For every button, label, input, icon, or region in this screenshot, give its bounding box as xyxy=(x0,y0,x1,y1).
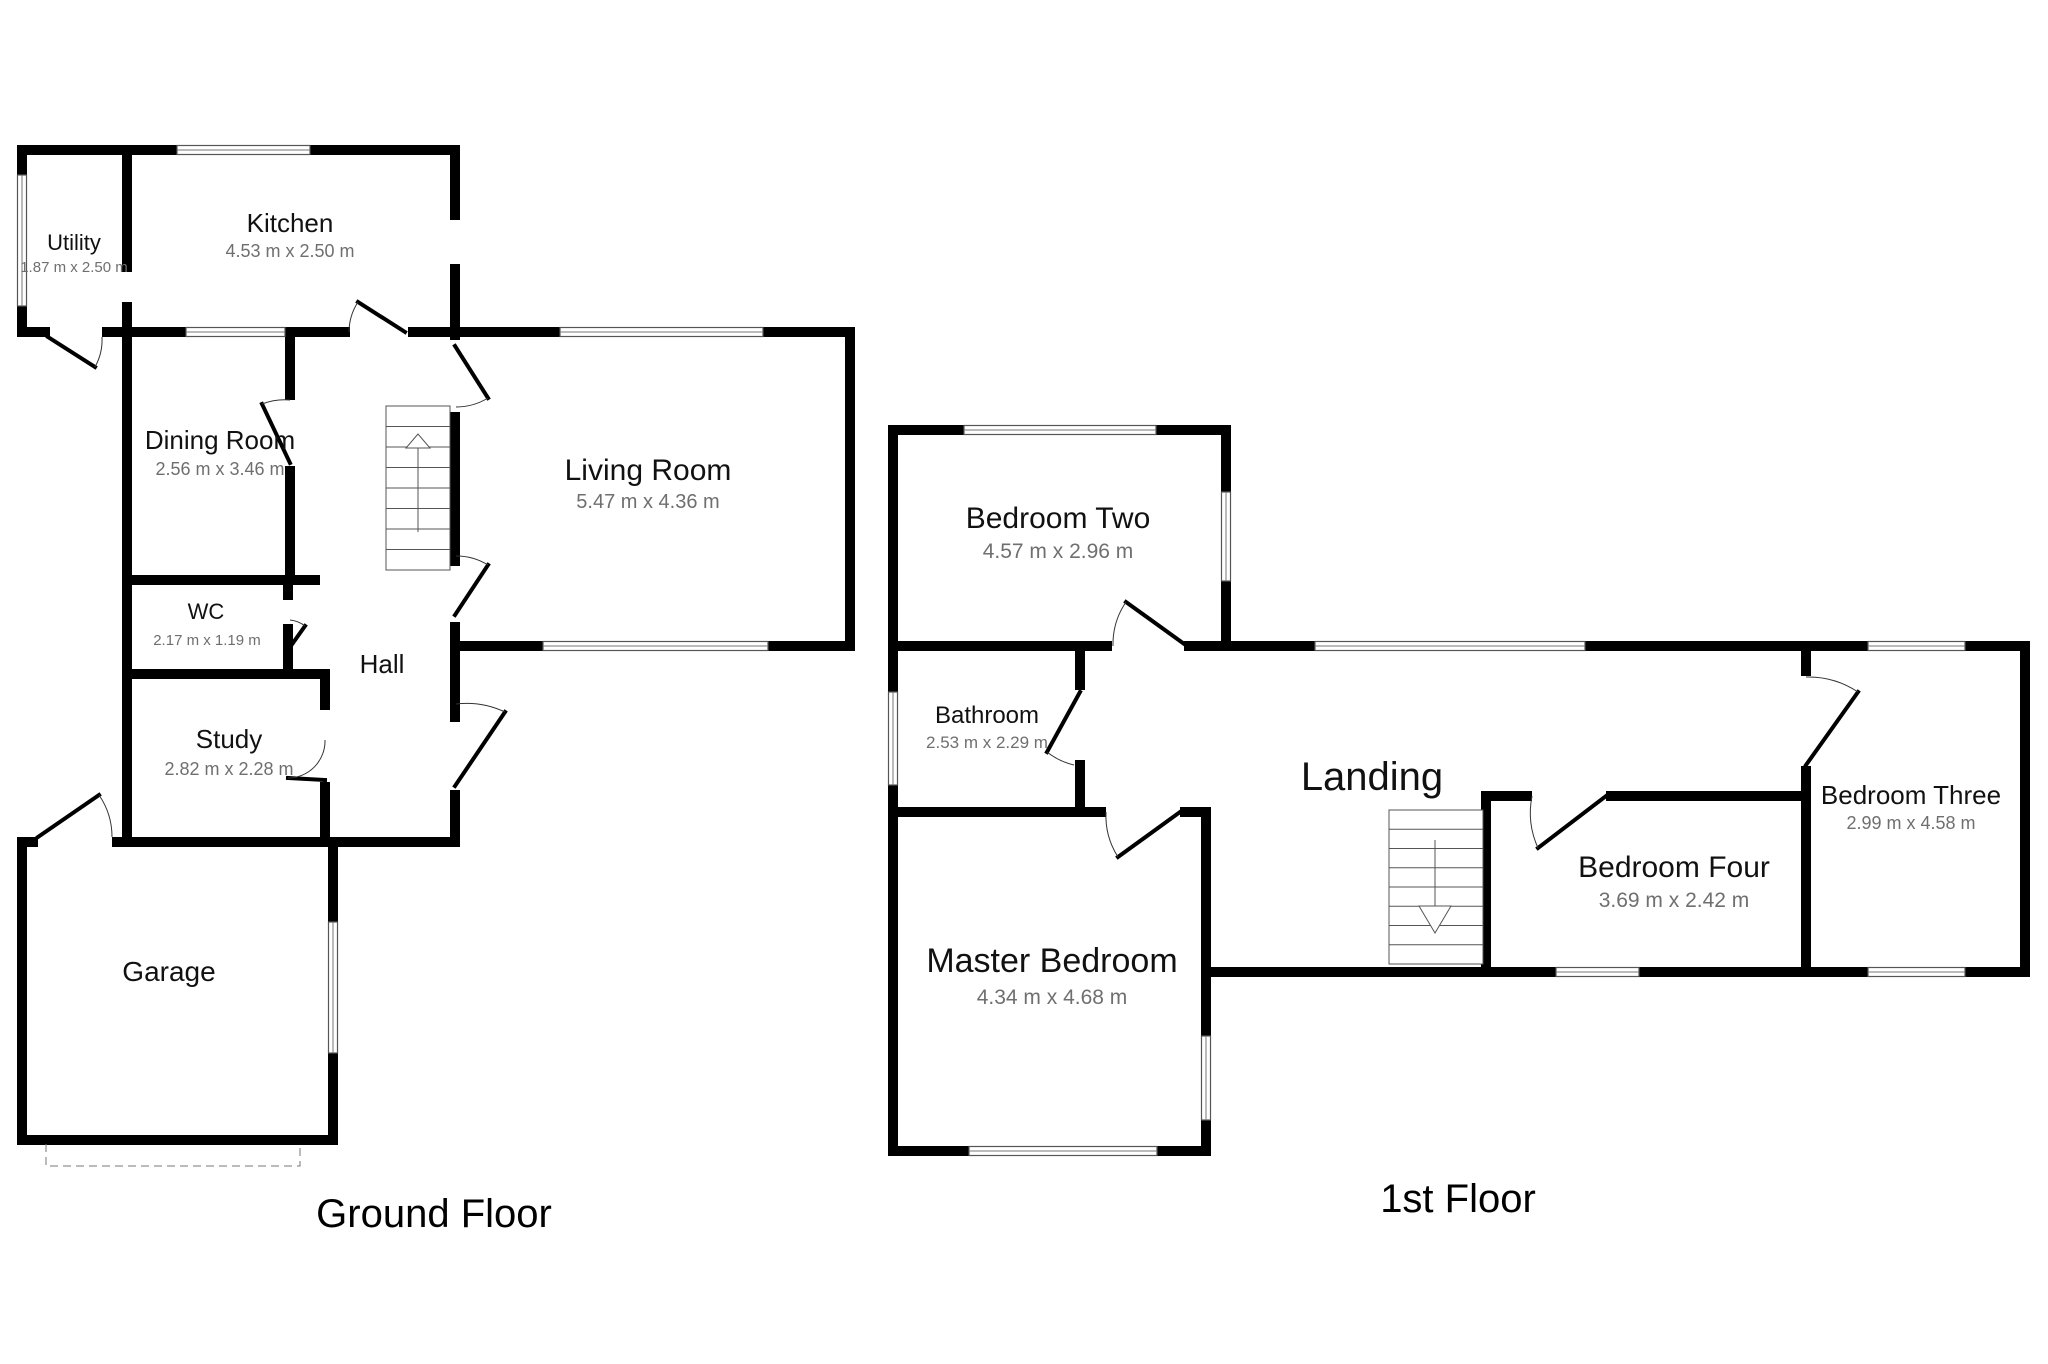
room-dimensions-bedroom-two: 4.57 m x 2.96 m xyxy=(983,540,1134,563)
room-name-kitchen: Kitchen xyxy=(247,208,334,238)
ground-floor-windows xyxy=(16,144,769,1054)
door-leaf xyxy=(452,343,491,401)
room-name-hall: Hall xyxy=(360,649,405,679)
wall-segment xyxy=(17,1135,338,1145)
room-name-master-bedroom: Master Bedroom xyxy=(926,942,1177,980)
door-swing-arc xyxy=(1105,811,1119,858)
room-name-dining-room: Dining Room xyxy=(145,425,295,455)
door-opening xyxy=(350,326,408,338)
wall-segment xyxy=(122,327,132,847)
door-opening xyxy=(1106,806,1180,818)
door-opening xyxy=(1532,790,1606,802)
wall-segment xyxy=(283,575,293,679)
room-name-bedroom-four: Bedroom Four xyxy=(1578,851,1770,884)
room-name-bedroom-three: Bedroom Three xyxy=(1821,780,2001,810)
door-leaf xyxy=(452,562,491,618)
room-name-living-room: Living Room xyxy=(565,454,732,487)
door-swing-arc xyxy=(455,702,506,713)
door-leaf xyxy=(45,334,98,370)
door-swing-arc xyxy=(287,739,326,779)
door-opening xyxy=(121,272,133,302)
room-dimensions-wc: 2.17 m x 1.19 m xyxy=(153,632,261,649)
wall-segment xyxy=(1201,807,1211,1156)
door-swing-arc xyxy=(1112,601,1127,647)
door-swing-arc xyxy=(94,336,103,368)
door-swing-arc xyxy=(289,619,306,627)
wall-segment xyxy=(1481,791,1811,801)
door-swing-arc xyxy=(98,794,113,838)
door-opening xyxy=(1074,690,1086,760)
ground-floor-doors xyxy=(35,299,508,840)
wall-segment xyxy=(845,327,855,651)
room-dimensions-bathroom: 2.53 m x 2.29 m xyxy=(926,733,1048,752)
room-name-utility: Utility xyxy=(47,230,101,255)
wall-segment xyxy=(122,669,330,679)
stairs-up-arrow-icon xyxy=(404,433,432,532)
door-opening xyxy=(449,340,461,412)
door-leaf xyxy=(1044,689,1083,755)
wall-segment xyxy=(1481,791,1491,977)
door-swing-arc xyxy=(1046,751,1075,766)
room-dimensions-kitchen: 4.53 m x 2.50 m xyxy=(225,241,354,261)
wall-segment xyxy=(17,837,27,1145)
room-name-bathroom: Bathroom xyxy=(935,702,1039,729)
first-floor-windows xyxy=(887,424,1966,1157)
door-opening xyxy=(284,400,296,466)
door-opening xyxy=(50,326,102,338)
door-opening xyxy=(282,600,294,624)
first-floor-staircase xyxy=(1388,809,1484,965)
room-dimensions-master-bedroom: 4.34 m x 4.68 m xyxy=(977,986,1128,1009)
door-opening xyxy=(449,722,461,790)
wall-segment xyxy=(17,327,855,337)
door-leaf xyxy=(1535,793,1609,851)
door-swing-arc xyxy=(455,397,489,408)
stairs-down-arrow-icon xyxy=(1418,840,1452,934)
door-leaf xyxy=(285,775,328,783)
room-dimensions-living-room: 5.47 m x 4.36 m xyxy=(576,491,719,513)
door-swing-arc xyxy=(261,399,291,405)
wall-segment xyxy=(122,575,320,585)
ground-floor-plan: Utility 1.87 m x 2.50 m Kitchen 4.53 m x… xyxy=(16,144,855,1236)
door-leaf xyxy=(452,709,508,789)
room-dimensions-dining-room: 2.56 m x 3.46 m xyxy=(155,459,284,479)
floor-label-ground: Ground Floor xyxy=(316,1192,552,1236)
door-leaf xyxy=(35,792,102,840)
door-swing-arc xyxy=(1805,676,1859,693)
room-dimensions-bedroom-three: 2.99 m x 4.58 m xyxy=(1846,813,1975,833)
room-name-bedroom-two: Bedroom Two xyxy=(966,502,1151,535)
door-swing-arc xyxy=(348,301,359,333)
door-swing-arc xyxy=(455,555,489,566)
door-leaf xyxy=(355,299,408,335)
room-dimensions-bedroom-four: 3.69 m x 2.42 m xyxy=(1599,889,1750,912)
room-name-landing: Landing xyxy=(1301,755,1443,799)
wall-segment xyxy=(122,145,132,337)
door-leaf xyxy=(259,401,293,466)
door-opening xyxy=(449,220,461,264)
door-opening xyxy=(38,836,112,848)
room-dimensions-study: 2.82 m x 2.28 m xyxy=(164,759,293,779)
first-floor-doors xyxy=(1044,599,1861,860)
floor-label-first: 1st Floor xyxy=(1380,1177,1536,1221)
wall-segment xyxy=(17,837,460,847)
garage-door-outline xyxy=(45,1144,301,1167)
wall-segment xyxy=(888,425,898,1156)
door-leaf xyxy=(1803,689,1861,768)
door-leaf xyxy=(1123,599,1190,649)
door-leaf xyxy=(1115,809,1183,860)
door-opening xyxy=(1800,676,1812,766)
room-dimensions-utility: 1.87 m x 2.50 m xyxy=(20,259,128,276)
wall-segment xyxy=(888,807,1211,817)
door-opening xyxy=(1112,640,1184,652)
room-name-wc: WC xyxy=(188,599,225,624)
room-name-study: Study xyxy=(196,724,263,754)
wall-segment xyxy=(2020,641,2030,977)
first-floor-plan: Bedroom Two 4.57 m x 2.96 m Bathroom 2.5… xyxy=(887,424,2030,1221)
wall-segment xyxy=(1801,641,1811,977)
door-leaf xyxy=(285,623,308,653)
room-name-garage: Garage xyxy=(122,956,215,987)
door-swing-arc xyxy=(1529,795,1539,849)
